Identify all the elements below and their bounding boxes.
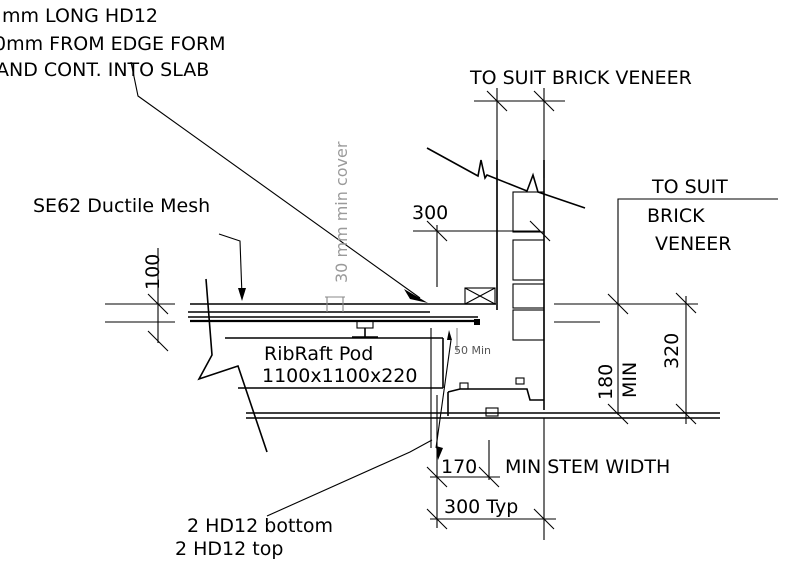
cover-callout: 30 mm min cover (325, 141, 351, 312)
to-suit-brick-veneer-label: TO SUIT BRICK VENEER (469, 67, 692, 89)
pod-label-1: RibRaft Pod (264, 343, 373, 365)
bar-leaders: 2 HD12 bottom 2 HD12 top (175, 328, 452, 560)
mesh-callout: SE62 Ductile Mesh (33, 195, 246, 301)
dim-100-text: 100 (142, 254, 164, 290)
dim-300-upper-text: 300 (412, 202, 448, 224)
note-line-2: 0mm FROM EDGE FORM (0, 33, 226, 55)
stem-width-label: MIN STEM WIDTH (505, 456, 670, 478)
note-leader (130, 61, 428, 303)
fifty-min-callout: 50 Min (447, 328, 491, 357)
dim-320-text: 320 (661, 333, 683, 369)
pod-spacer (352, 320, 378, 338)
dim-170-text: 170 (441, 456, 477, 478)
brick-label: BRICK (647, 205, 705, 227)
bars-top-label: 2 HD12 top (175, 538, 283, 560)
dim-180-text: 180 (595, 364, 617, 400)
right-veneer-note: TO SUIT BRICK VENEER (617, 176, 778, 302)
depth-dimensions: 180 MIN 320 (554, 292, 698, 425)
dim-min-text: MIN (619, 362, 641, 398)
pod-label-2: 1100x1100x220 (262, 365, 417, 387)
ribraft-pod: RibRaft Pod 1100x1100x220 (197, 278, 444, 453)
starter-bar-note: mm LONG HD12 0mm FROM EDGE FORM AND CONT… (0, 5, 226, 81)
dimension-300-upper: 300 (412, 202, 551, 287)
cover-label: 30 mm min cover (332, 141, 351, 283)
stem-width-dimension: 170 MIN STEM WIDTH 300 Typ (426, 395, 670, 540)
dimension-100: 100 (105, 248, 175, 352)
to-suit-label: TO SUIT (651, 176, 728, 198)
mesh-label: SE62 Ductile Mesh (33, 195, 210, 217)
note-line-1: mm LONG HD12 (2, 5, 158, 27)
veneer-label: VENEER (655, 233, 731, 255)
dim-300-typ-text: 300 Typ (444, 496, 518, 518)
brick-veneer-wall (426, 147, 586, 410)
bars-bottom-label: 2 HD12 bottom (187, 515, 333, 537)
fifty-min-label: 50 Min (454, 344, 491, 357)
note-line-3: AND CONT. INTO SLAB (0, 59, 209, 81)
slab-top (188, 287, 600, 325)
edge-beam (246, 377, 720, 419)
